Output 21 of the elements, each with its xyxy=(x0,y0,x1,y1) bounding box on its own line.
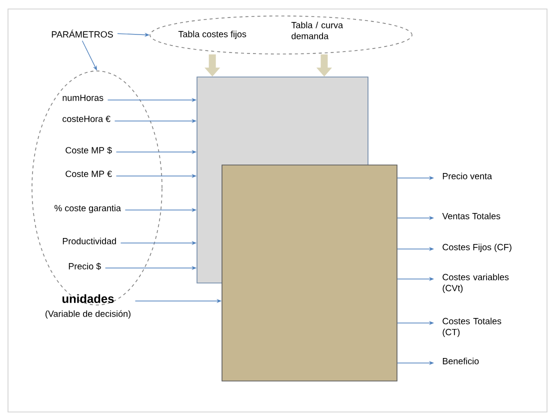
text-label: Costes Totales (CT) xyxy=(442,318,502,338)
parameter-label: Tabla / curva demanda xyxy=(291,22,344,40)
text-label: Costes variables (CVt) xyxy=(442,274,509,294)
dashed-ellipse xyxy=(150,16,412,54)
block-box xyxy=(222,164,398,382)
parameter-label: costeHora € xyxy=(62,116,110,122)
parameter-label: Precio $ xyxy=(68,262,101,270)
parameter-label: numHoras xyxy=(62,94,104,101)
parameter-label: Coste MP € xyxy=(66,170,112,178)
parameter-label: Tabla costes fijos xyxy=(178,30,246,40)
text-label: Ventas Totales xyxy=(442,212,500,220)
parameter-label: Coste MP $ xyxy=(66,146,112,154)
parameter-label: Productividad xyxy=(62,238,116,244)
text-label: Costes Fijos (CF) xyxy=(442,244,512,252)
note-text: (Variable de decisión) xyxy=(46,310,130,319)
parameter-label: % coste garantia xyxy=(54,204,121,214)
text-label: PARÁMETROS xyxy=(52,30,113,38)
decision-variable: unidades xyxy=(62,294,114,303)
text-label: Beneficio xyxy=(442,358,479,364)
text-label: Precio venta xyxy=(442,172,492,180)
dashed-ellipse xyxy=(32,70,162,306)
